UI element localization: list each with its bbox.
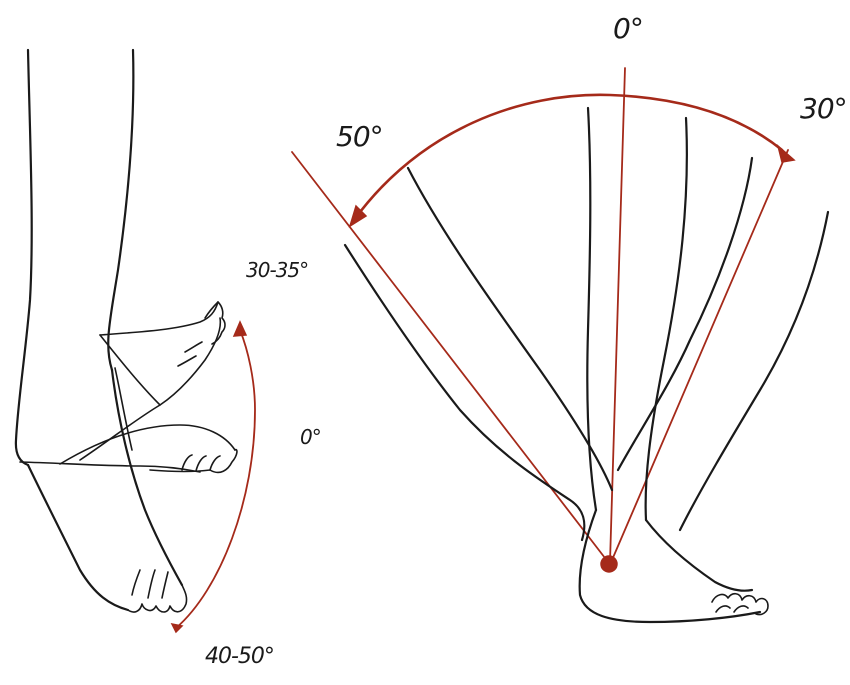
dorsiflexion-label: 30° [800, 92, 848, 125]
left-heel-contour [26, 463, 130, 612]
inversion-label: 30-35° [246, 258, 309, 282]
right-arc-arrowhead-left [348, 204, 368, 228]
left-neutral-label: 0° [300, 425, 322, 449]
left-arc-line [175, 329, 256, 629]
left-arc-arrowhead-bottom [170, 622, 184, 634]
left-foot-top-contour [110, 368, 184, 587]
ankle-pivot-dot [600, 555, 618, 573]
left-neutral-foot-sole [149, 448, 238, 474]
right-foot-toes [711, 592, 769, 616]
dorsiflexion-axis-line [611, 149, 789, 561]
left-inverted-toe-lines [177, 341, 203, 367]
right-legs-outline [343, 106, 830, 624]
left-arc-arrowhead-top [232, 320, 248, 337]
right-foot-toe-lines [715, 605, 749, 613]
right-leg-neutral-back [586, 106, 598, 512]
left-inverted-toes [204, 301, 226, 345]
left-inverted-foot-lower-edge [114, 367, 133, 451]
left-neutral-toes [181, 454, 221, 472]
right-foot-sole [578, 508, 762, 624]
left-leg-front-contour [107, 48, 135, 372]
left-rotation-arc [170, 320, 256, 634]
right-leg-dorsal-front [678, 210, 830, 532]
right-arc-arrowhead-right [776, 143, 796, 163]
right-foot-top [644, 518, 754, 592]
left-foot-inverted [79, 301, 226, 461]
right-leg-neutral-front [644, 116, 688, 522]
left-inverted-foot-crossing [79, 334, 161, 461]
neutral-axis-line [609, 67, 626, 563]
left-lower-toe-lines [131, 569, 169, 599]
right-leg-plantar-front [406, 166, 614, 492]
plantarflexion-axis-line [291, 151, 606, 559]
left-inverted-foot-sole [159, 317, 222, 406]
right-rotation-arc [352, 93, 784, 222]
left-leg-outline [14, 48, 188, 613]
left-foot-neutral [19, 424, 238, 474]
left-leg-back-contour [14, 48, 33, 467]
eversion-label: 40-50° [205, 644, 275, 669]
right-leg-dorsal-back [616, 156, 754, 472]
left-neutral-foot-top [59, 424, 236, 465]
left-ankle-line [19, 461, 201, 473]
right-leg-plantar-back [343, 243, 586, 542]
left-inverted-foot-top [99, 301, 219, 336]
plantarflexion-label: 50° [336, 120, 384, 153]
right-neutral-label: 0° [613, 12, 644, 45]
left-lower-toes [127, 584, 188, 613]
